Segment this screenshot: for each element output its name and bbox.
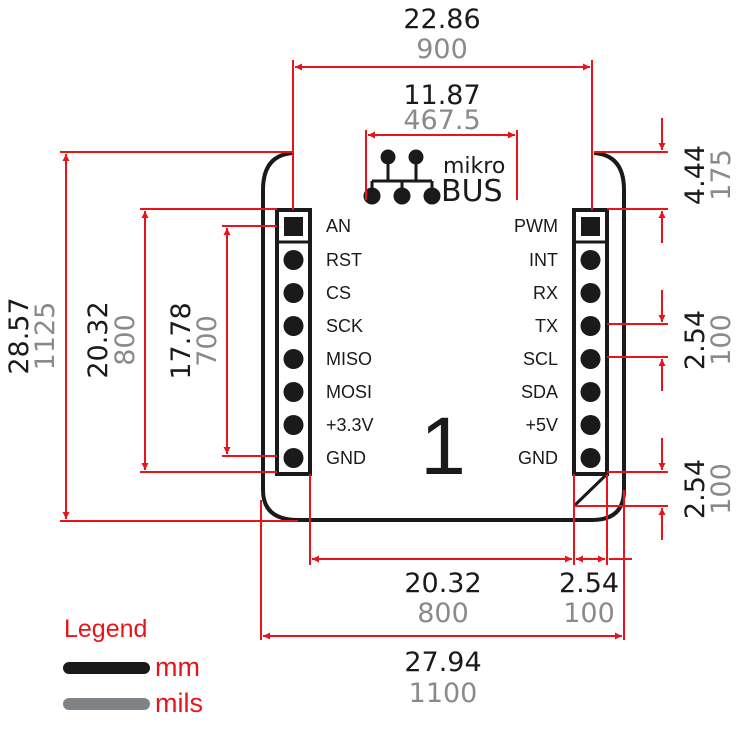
dim-left-pin-span-mm: 17.78 [166,302,197,379]
right-square-pad-icon [581,217,600,236]
dim-bottom-header-spacing-mm: 20.32 [404,568,481,599]
round-pad-icon [283,283,304,303]
pin-label: GND [518,448,558,468]
round-pad-icon [283,448,304,468]
dim-right-bottom-mils: 100 [706,463,737,515]
left-square-pad-icon [284,217,303,236]
right-pin-labels: PWM INT RX TX SCL SDA +5V GND [514,216,558,468]
pin-label: RX [533,283,558,303]
dim-bottom-total-width-mm: 27.94 [404,647,481,678]
round-pad-icon [283,349,304,369]
pin-label: GND [326,448,366,468]
dim-logo-width-mils: 467.5 [403,105,480,136]
pin-label: MOSI [326,382,372,402]
logo-bus-text: BUS [441,174,503,209]
dim-right-pitch-mm: 2.54 [680,310,711,370]
round-pad-icon [580,382,601,402]
pin-label: AN [326,216,351,236]
mikrobus-logo: mikro BUS [363,149,505,209]
left-header [275,208,312,476]
legend-mm-label: mm [155,652,200,682]
legend: Legend mm mils [63,615,203,718]
dim-bottom-header-width-mm: 2.54 [559,568,619,599]
board-outline [261,151,626,522]
slot-number: 1 [420,401,466,492]
round-pad-icon [283,250,304,270]
left-pin-labels: AN RST CS SCK MISO MOSI +3.3V GND [326,216,374,468]
dimension-labels: 22.86 900 11.87 467.5 28.57 1125 20.32 8… [4,4,737,709]
round-pad-icon [580,316,601,336]
pin-label: TX [535,316,558,336]
round-pad-icon [283,382,304,402]
pin-label: +5V [525,415,558,435]
dim-bottom-header-width-mils: 100 [563,598,615,629]
round-pad-icon [580,349,601,369]
pin-label: PWM [514,216,558,236]
dim-left-total-height-mm: 28.57 [4,297,35,374]
dim-left-header-height-mils: 800 [110,314,141,366]
dim-bottom-header-spacing-mils: 800 [417,598,469,629]
dim-top-width-mils: 900 [416,34,468,65]
round-pad-icon [580,415,601,435]
dim-left-total-height-mils: 1125 [30,302,61,371]
pin-label: INT [529,250,558,270]
pin-label: CS [326,283,351,303]
logo-mikro-text: mikro [443,154,505,179]
bus-network-icon [363,149,441,205]
dim-top-width-mm: 22.86 [403,4,480,35]
right-header [572,208,609,508]
round-pad-icon [283,316,304,336]
pin-label: SCL [523,349,558,369]
dim-right-top-offset-mm: 4.44 [680,145,711,205]
dim-left-pin-span-mils: 700 [192,315,223,367]
pin-label: RST [326,250,362,270]
dim-left-header-height-mm: 20.32 [83,301,114,378]
round-pad-icon [580,448,601,468]
pin-label: MISO [326,349,372,369]
dimension-lines [60,60,668,640]
dim-right-top-offset-mils: 175 [706,149,737,201]
round-pad-icon [580,283,601,303]
legend-title: Legend [64,615,147,643]
dim-right-bottom-mm: 2.54 [680,459,711,519]
round-pad-icon [283,415,304,435]
key-notch-line [572,472,609,508]
pin-label: SDA [521,382,558,402]
dim-right-pitch-mils: 100 [706,314,737,366]
round-pad-icon [580,250,601,270]
pin-label: +3.3V [326,415,374,435]
legend-mils-label: mils [155,688,203,718]
dim-logo-width-mm: 11.87 [403,80,480,111]
dim-bottom-total-width-mils: 1100 [409,678,478,709]
pin-label: SCK [326,316,363,336]
